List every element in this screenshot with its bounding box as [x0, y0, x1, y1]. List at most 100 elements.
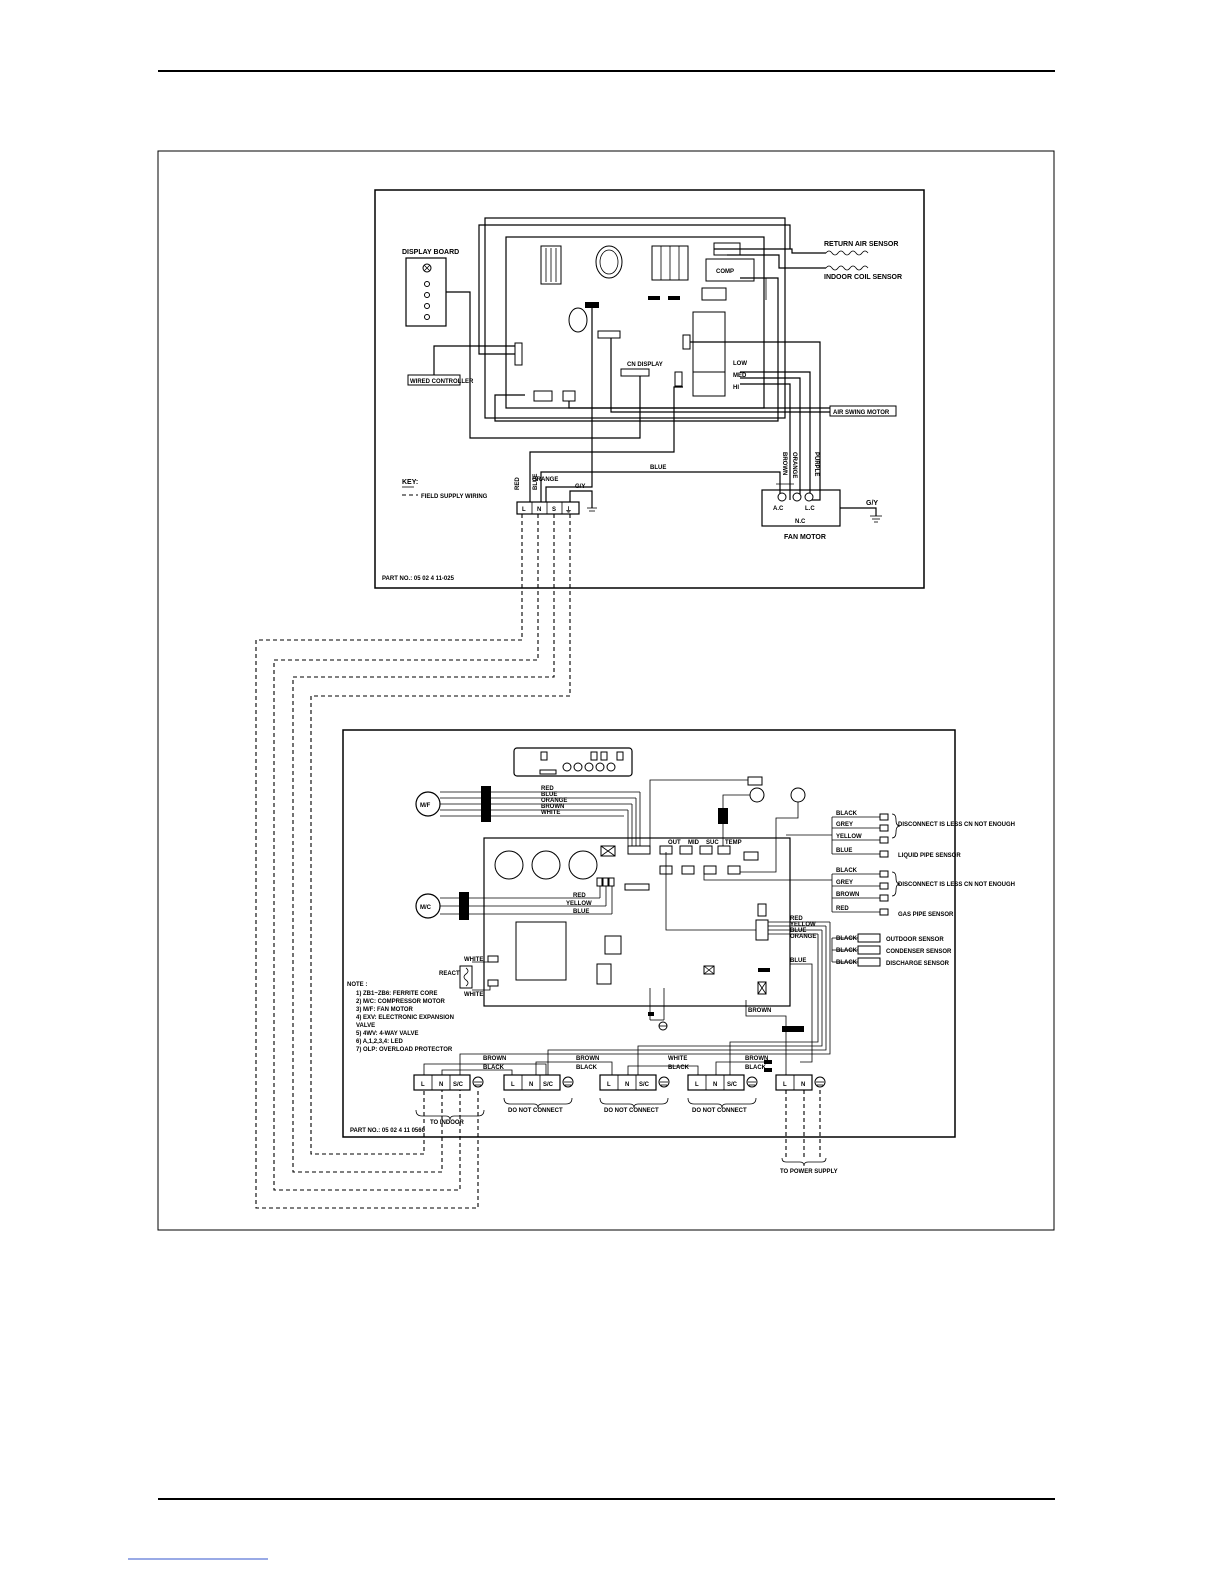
notes: NOTE : 1) ZB1~ZB6: FERRITE CORE 2) M/C: …: [347, 982, 454, 1053]
mf-wire-orange: ORANGE: [541, 798, 567, 804]
t1-caption: TO INDOOR: [430, 1120, 465, 1126]
relay-low: [692, 311, 726, 343]
relay-med: [692, 341, 726, 373]
outdoor-frame: [342, 729, 956, 1138]
indoor-pcb-outer: [484, 217, 786, 419]
t3-caption: DO NOT CONNECT: [604, 1108, 659, 1114]
indoor-part-no: PART NO.: 05 02 4 11-025: [382, 576, 455, 582]
out-wire-brown: BROWN: [748, 1008, 771, 1014]
4wv-symbol: [790, 787, 806, 803]
t2-sc: S/C: [543, 1082, 554, 1088]
motor-ac-label: A.C: [773, 506, 784, 512]
mf-wire-white: WHITE: [541, 810, 560, 816]
t3-l: L: [607, 1082, 611, 1088]
fan-motor-label: FAN MOTOR: [784, 534, 826, 541]
discharge-sensor-wire: BLACK: [836, 960, 858, 966]
notes-title: NOTE :: [347, 982, 367, 988]
note-6: 5) 4WV: 4-WAY VALVE: [356, 1031, 418, 1037]
sensor-group-1: BLACK GREY YELLOW BLUE DISCONNECT IS LES…: [786, 811, 1015, 859]
display-wire: [446, 291, 641, 439]
cn-sensor: [597, 330, 621, 339]
cn-power: [585, 302, 599, 308]
wire-purple-label: PURPLE: [813, 452, 819, 476]
mf-wire-blue: BLUE: [541, 792, 557, 798]
mf-wire-red: RED: [541, 786, 554, 792]
sensor1-grey: GREY: [836, 822, 853, 828]
sensor2-black: BLACK: [836, 868, 858, 874]
mf-wire-brown: BROWN: [541, 804, 564, 810]
reactor-white-1: WHITE: [464, 957, 483, 963]
key-label: KEY:: [402, 479, 418, 486]
wired-controller-label: WIRED CONTROLLER: [410, 379, 474, 385]
wire-blue-label: BLUE: [533, 474, 539, 490]
cn-swing-2: [562, 390, 576, 402]
exv-symbol: [749, 787, 765, 803]
term-wire-black-3: BLACK: [668, 1065, 690, 1071]
note-3: 3) M/F: FAN MOTOR: [356, 1007, 414, 1013]
term-wire-black-4: BLACK: [745, 1065, 767, 1071]
term-wire-white: WHITE: [668, 1056, 687, 1062]
t5-caption: TO POWER SUPPLY: [780, 1169, 838, 1175]
indoor-term-n: N: [537, 507, 541, 513]
term-wire-brown-2: BROWN: [576, 1056, 599, 1062]
reactor: [459, 965, 473, 989]
relay-hi: [692, 371, 726, 397]
t1-n: N: [439, 1082, 443, 1088]
reactor-white-2: WHITE: [464, 992, 483, 998]
t4-caption: DO NOT CONNECT: [692, 1108, 747, 1114]
sensor1-black: BLACK: [836, 811, 858, 817]
out-wire-yellow: YELLOW: [790, 922, 816, 928]
sensor2-grey: GREY: [836, 880, 853, 886]
cn-fan-1: [682, 334, 691, 350]
return-air-sensor: [825, 250, 869, 256]
fuse: [568, 307, 588, 333]
indoor-coil-sensor-label: INDOOR COIL SENSOR: [824, 274, 902, 281]
wire-orange-label: ORANGE: [791, 452, 797, 478]
cn-mid-label: MID: [688, 840, 700, 846]
t3-n: N: [625, 1082, 629, 1088]
gas-pipe-sensor-label: GAS PIPE SENSOR: [898, 912, 954, 918]
cn-suc-label: SUC: [706, 840, 719, 846]
air-swing-motor: [829, 405, 897, 417]
t2-l: L: [511, 1082, 515, 1088]
cn-display-label: CN DISPLAY: [627, 362, 663, 368]
sensor1-blue: BLUE: [836, 848, 852, 854]
mc-label: M/C: [420, 905, 432, 911]
sensor2-red: RED: [836, 906, 849, 912]
note-2: 2) M/C: COMPRESSOR MOTOR: [356, 999, 446, 1005]
controller-wire: [433, 345, 515, 375]
out-wire-orange: ORANGE: [790, 934, 816, 940]
mf-label: M/F: [420, 803, 431, 809]
note-7: 6) A,1,2,3,4: LED: [356, 1039, 403, 1045]
terminal-gy-label: G/Y: [575, 484, 585, 490]
t1-sc: S/C: [453, 1082, 464, 1088]
indoor-term-ground: ⏚: [565, 506, 572, 514]
field-supply-wiring-label: FIELD SUPPLY WIRING: [421, 494, 488, 500]
term-wire-black-2: BLACK: [576, 1065, 598, 1071]
t4-n: N: [713, 1082, 717, 1088]
term-wire-black: BLACK: [483, 1065, 505, 1071]
t5-n: N: [801, 1082, 805, 1088]
mc-wire-blue: BLUE: [573, 909, 589, 915]
cn-fan-out: [627, 845, 651, 855]
t4-sc: S/C: [727, 1082, 738, 1088]
note-8: 7) OLP: OVERLOAD PROTECTOR: [356, 1047, 453, 1053]
cn-swing-out: [624, 883, 650, 891]
term-wire-brown-3: BROWN: [745, 1056, 768, 1062]
sensor-group-3: BLACK BLACK BLACK OUTDOOR SENSOR CONDENS…: [831, 933, 952, 967]
cn-wire: [514, 342, 523, 366]
group-label-2: DISCONNECT IS LESS CN NOT ENOUGH: [898, 882, 1015, 888]
hi-label: HI: [733, 385, 739, 391]
wire-red-label: RED: [515, 477, 521, 490]
indoor-term-l: L: [522, 507, 526, 513]
med-label: MED: [733, 373, 747, 379]
cn-swing-1: [533, 390, 553, 402]
out-wire-red: RED: [790, 916, 803, 922]
cn-out-label: OUT: [668, 840, 681, 846]
indoor-frame: [374, 189, 925, 589]
comp-label: COMP: [716, 269, 734, 275]
sensor2-brown: BROWN: [836, 892, 859, 898]
wire-brown-label: BROWN: [781, 452, 787, 475]
air-swing-motor-label: AIR SWING MOTOR: [833, 410, 890, 416]
cn-fan-2: [674, 371, 683, 387]
